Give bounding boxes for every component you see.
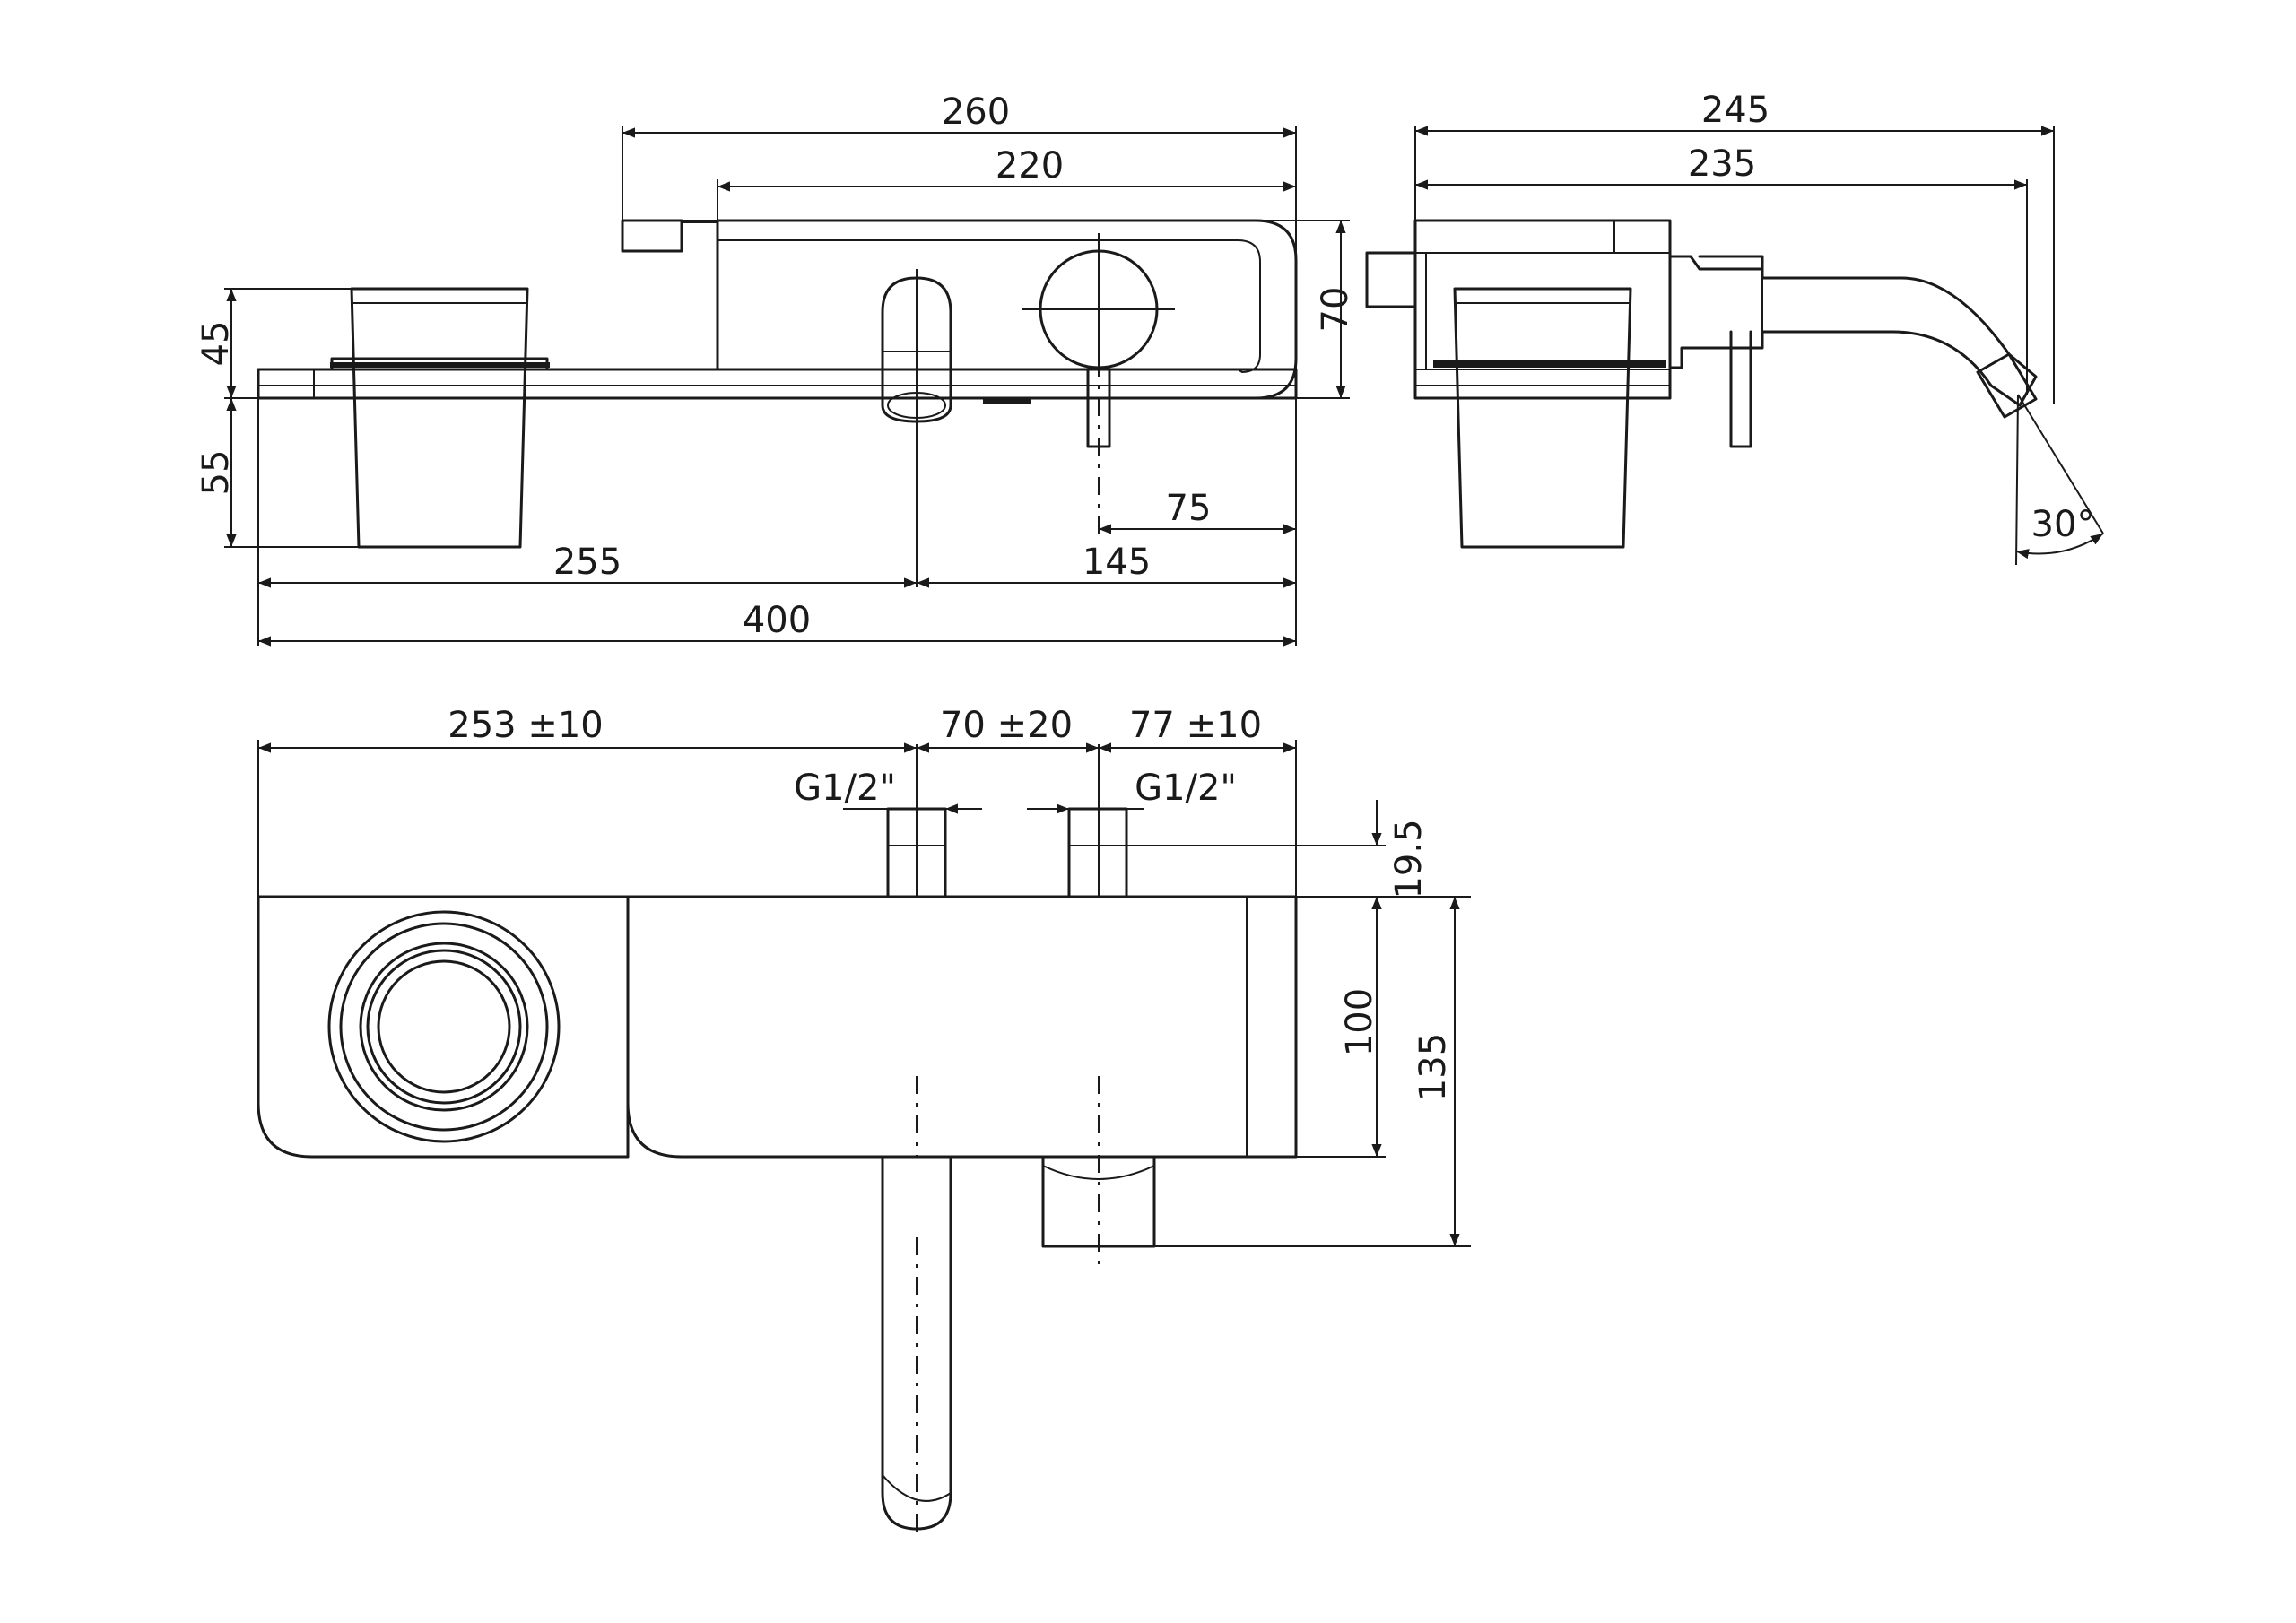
front-wall-flange-outline xyxy=(621,219,683,253)
top-cup-outer-ring xyxy=(327,910,561,1143)
dim-145: 145 xyxy=(1083,542,1151,583)
dim-100: 100 xyxy=(1339,988,1380,1056)
side-handle-lever xyxy=(1729,330,1752,448)
dim-75: 75 xyxy=(1166,488,1212,529)
front-cup-holder-pad xyxy=(330,362,550,368)
front-mixer-body xyxy=(716,219,1298,400)
top-handle-lever xyxy=(1041,1155,1156,1248)
top-spout-tip-line xyxy=(882,1474,952,1502)
front-mixer-inner-loop xyxy=(717,239,1261,373)
top-cup-inner xyxy=(377,959,511,1094)
dim-260: 260 xyxy=(942,91,1010,133)
dim-135: 135 xyxy=(1413,1033,1454,1101)
dim-77: 77 ±10 xyxy=(1129,705,1262,746)
side-cup xyxy=(1453,287,1632,549)
top-view: G1/2" G1/2" 253 ±10 70 ±20 77 ±10 19.5 1… xyxy=(257,705,1471,1533)
angle-arc xyxy=(2015,533,2104,560)
dim-55: 55 xyxy=(196,450,237,496)
dim-235: 235 xyxy=(1688,143,1756,185)
side-cup-pad xyxy=(1433,360,1666,368)
top-cup-ring-4 xyxy=(366,949,522,1105)
dim-253: 253 ±10 xyxy=(448,705,603,746)
dim-255: 255 xyxy=(553,542,622,583)
top-spout xyxy=(881,1155,952,1531)
side-view: 245 235 30° xyxy=(1365,90,2104,566)
thread-right-label: G1/2" xyxy=(1135,768,1237,809)
top-handle-lever-curve xyxy=(1042,1165,1155,1180)
dim-angle: 30° xyxy=(2031,504,2095,545)
dim-45: 45 xyxy=(196,321,237,367)
top-cup-ring-2 xyxy=(339,922,549,1132)
top-cup-ring-3 xyxy=(359,942,529,1112)
side-spout-collar xyxy=(1698,255,1764,280)
dim-220: 220 xyxy=(996,145,1064,187)
angle-ref-spout xyxy=(2017,394,2104,534)
front-aerator-slot xyxy=(983,398,1031,404)
front-view: 260 220 70 45 55 75 255 145 400 xyxy=(196,91,1356,647)
side-spout-outlet xyxy=(1976,352,2038,419)
angle-ref-vertical xyxy=(2015,394,2019,566)
top-shelf-plate xyxy=(257,895,630,1159)
side-wall-cap xyxy=(1365,251,1417,308)
side-mixer-body xyxy=(1413,219,1672,400)
thread-left-label: G1/2" xyxy=(794,768,896,809)
dim-70-20: 70 ±20 xyxy=(940,705,1073,746)
front-shelf-plate xyxy=(257,368,1298,400)
dim-245: 245 xyxy=(1701,90,1770,131)
dim-400: 400 xyxy=(743,600,811,641)
top-mixer-body xyxy=(626,895,1298,1159)
dim-19-5: 19.5 xyxy=(1388,819,1430,898)
front-cup xyxy=(350,287,529,549)
side-spout xyxy=(1668,255,2038,407)
dim-70: 70 xyxy=(1315,287,1356,333)
